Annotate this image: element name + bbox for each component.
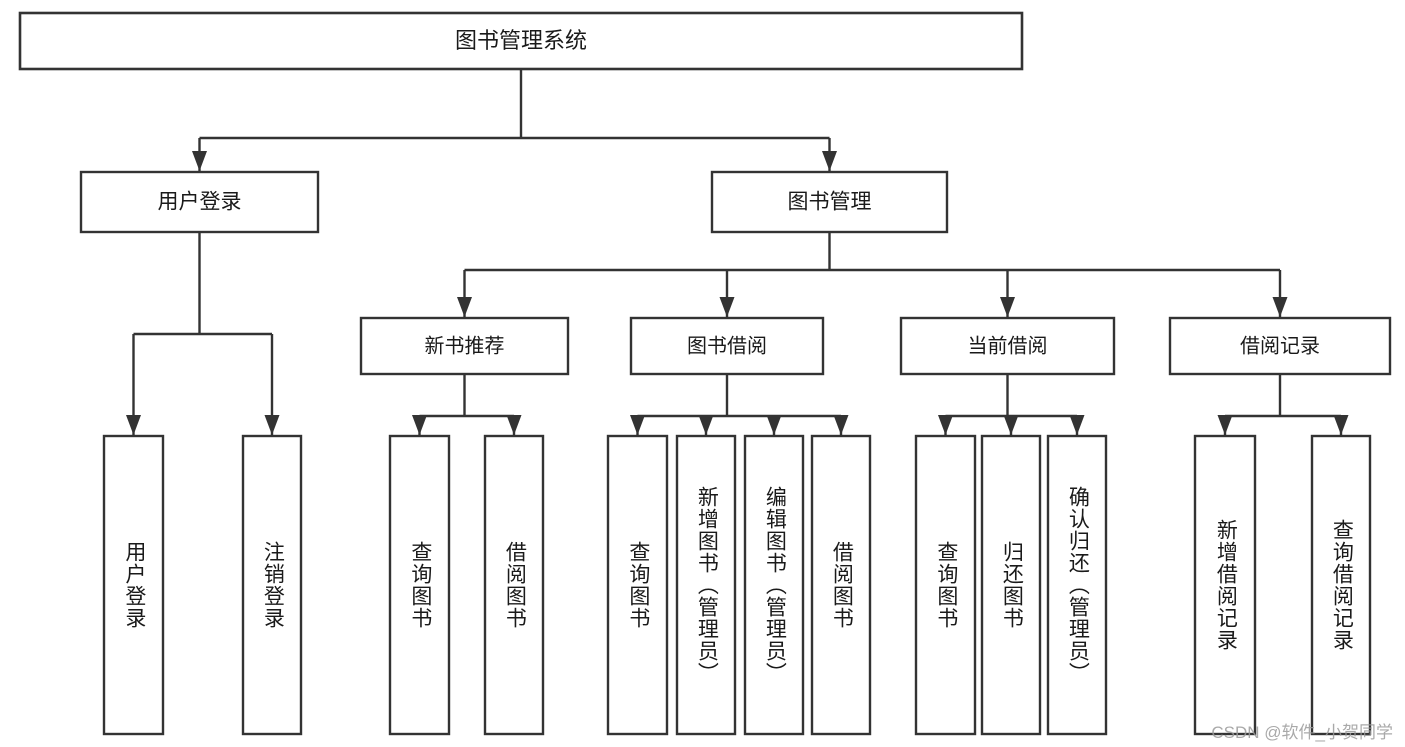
node-box-leaf-add-book[interactable]	[675, 434, 737, 736]
node-box-leaf-borrow-book-1[interactable]	[483, 434, 545, 736]
node-box-leaf-borrow-book-2[interactable]	[810, 434, 872, 736]
node-box-leaf-query-book-2[interactable]	[606, 434, 669, 736]
node-box-new-book-rec[interactable]	[359, 316, 570, 376]
node-box-current-borrow[interactable]	[899, 316, 1116, 376]
node-label-book-manage: 图书管理	[788, 191, 872, 214]
node-box-leaf-add-record[interactable]	[1193, 434, 1257, 736]
node-label-new-book-rec: 新书推荐	[425, 334, 505, 357]
node-boxes-layer	[18, 11, 1392, 736]
node-label-root: 图书管理系统	[455, 28, 587, 53]
watermark-text: CSDN @软件_小贺同学	[1211, 723, 1393, 742]
node-box-leaf-user-logout[interactable]	[241, 434, 303, 736]
node-box-book-manage[interactable]	[710, 170, 949, 234]
node-box-borrow-record[interactable]	[1168, 316, 1392, 376]
node-box-user-login[interactable]	[79, 170, 320, 234]
connectors-layer	[126, 69, 1349, 435]
node-box-leaf-query-book-3[interactable]	[914, 434, 977, 736]
node-box-leaf-query-book-1[interactable]	[388, 434, 451, 736]
node-label-current-borrow: 当前借阅	[968, 334, 1048, 357]
node-box-leaf-return-book[interactable]	[980, 434, 1042, 736]
node-box-leaf-user-login[interactable]	[102, 434, 165, 736]
node-box-root[interactable]	[18, 11, 1024, 71]
node-label-book-borrow: 图书借阅	[687, 334, 767, 357]
node-box-leaf-edit-book[interactable]	[743, 434, 805, 736]
node-label-borrow-record: 借阅记录	[1240, 334, 1320, 357]
node-box-leaf-confirm-return[interactable]	[1046, 434, 1108, 736]
node-box-book-borrow[interactable]	[629, 316, 825, 376]
node-label-user-login: 用户登录	[158, 191, 242, 214]
node-box-leaf-query-record[interactable]	[1310, 434, 1372, 736]
